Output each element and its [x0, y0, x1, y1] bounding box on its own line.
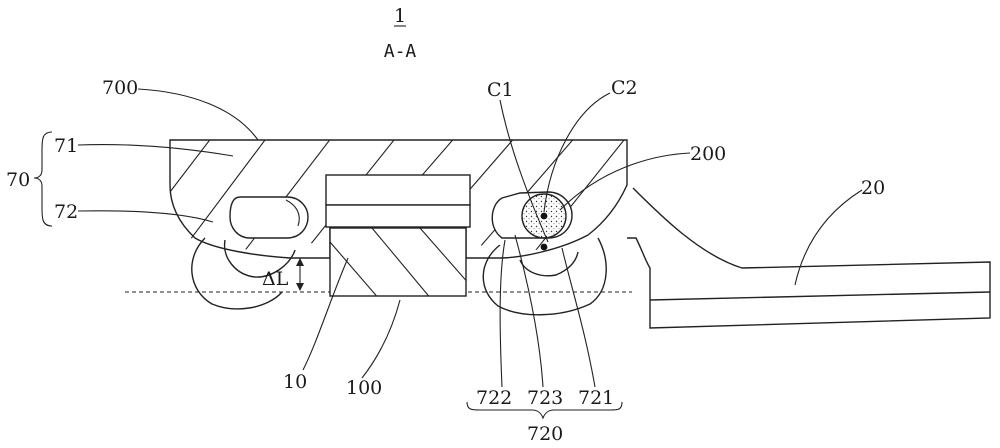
- section-label: A-A: [384, 41, 417, 62]
- leader-71: [77, 144, 234, 157]
- delta-l-arrow-bottom: [296, 283, 304, 291]
- brace-70: [33, 131, 53, 227]
- leader-c2: [543, 92, 611, 213]
- label-70: 70: [6, 169, 30, 191]
- label-c1: C1: [487, 79, 514, 101]
- left-slot-inner: [285, 199, 300, 227]
- leader-100: [361, 299, 401, 379]
- leader-200: [559, 152, 691, 211]
- top-block-lower: [325, 204, 471, 228]
- part-20-midline: [649, 291, 991, 301]
- left-roller-inner-arc: [223, 239, 296, 278]
- center-c1-dot: [540, 243, 548, 251]
- left-roller-arc: [191, 237, 283, 310]
- label-c2: C2: [611, 77, 638, 99]
- label-72: 72: [54, 201, 78, 223]
- label-71: 71: [54, 135, 78, 157]
- label-723: 723: [527, 387, 563, 409]
- leader-700: [137, 88, 259, 141]
- figure-number: 1: [394, 5, 406, 27]
- left-slot: [229, 196, 309, 239]
- right-roller-arc: [482, 237, 607, 316]
- leader-723: [514, 234, 544, 388]
- label-20: 20: [861, 177, 885, 199]
- label-722: 722: [476, 387, 512, 409]
- leader-721: [561, 247, 596, 388]
- brace-720: [466, 401, 623, 420]
- block-10: [329, 227, 467, 297]
- label-720: 720: [527, 423, 563, 445]
- right-roller-inner-arc: [519, 251, 579, 277]
- leader-722: [499, 239, 506, 388]
- top-block: [325, 174, 471, 206]
- part-20-outline: [627, 187, 991, 329]
- label-delta-l: ΔL: [262, 268, 289, 290]
- delta-l-arrow-top: [296, 258, 304, 266]
- leader-c1: [499, 99, 549, 243]
- leader-72: [77, 210, 214, 223]
- leader-10: [302, 257, 349, 371]
- label-10: 10: [283, 371, 307, 393]
- label-700: 700: [102, 77, 138, 99]
- label-200: 200: [690, 143, 726, 165]
- center-c2-dot: [540, 212, 548, 220]
- label-721: 721: [578, 387, 614, 409]
- leader-20: [794, 189, 863, 286]
- label-100: 100: [346, 377, 382, 399]
